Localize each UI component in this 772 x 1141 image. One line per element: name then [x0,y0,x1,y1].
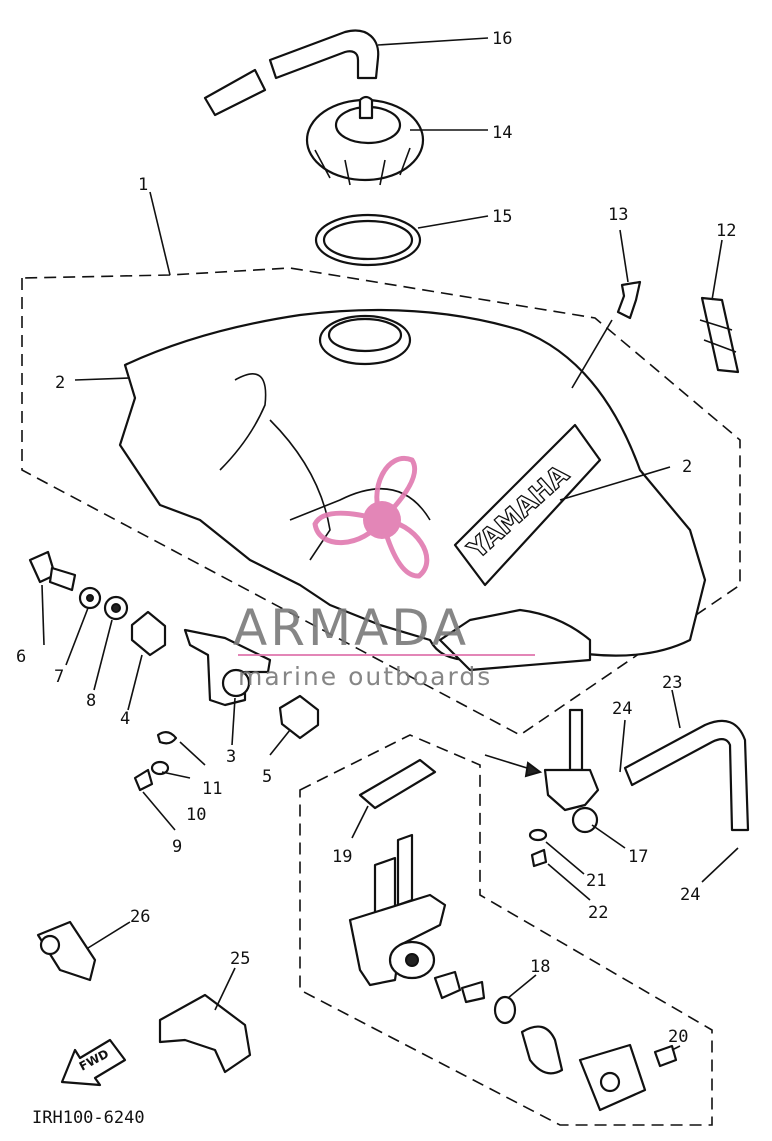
callout: 4 [120,709,130,729]
callout: 2 [682,457,692,477]
callout: 19 [332,847,352,867]
gasket-part [314,213,422,267]
callout: 24 [612,699,632,719]
lower-bracket-part [158,993,252,1074]
callout: 5 [262,767,272,787]
bolt-part [28,550,77,592]
callout: 15 [492,207,512,227]
fuel-cap-part [305,95,425,186]
callout: 7 [54,667,64,687]
plate-part [578,1043,647,1112]
watermark-logo: ARMADA marine outboards [233,455,535,691]
callout: 10 [186,805,206,825]
collar-part [278,694,320,740]
hardware-small-parts [133,731,178,792]
tank-assembly-boundary [21,267,741,736]
damper-part [130,610,167,657]
fuel-cock-body-part [348,833,486,1004]
callout: 25 [230,949,250,969]
callout: 22 [588,903,608,923]
cover-clip-part [36,920,97,982]
callout: 11 [202,779,222,799]
callout: 17 [628,847,648,867]
callout: 3 [226,747,236,767]
callout: 8 [86,691,96,711]
clip-part [699,296,740,374]
o-ring-part [493,995,517,1025]
callout: 21 [586,871,606,891]
filter-part [520,1025,564,1075]
callout: 18 [530,957,550,977]
cock-gasket-part [358,758,437,810]
leader-lines [41,37,739,1051]
callout: 12 [716,221,736,241]
bracket-part [183,628,272,707]
watermark-tagline: marine outboards [238,662,492,691]
callout: 20 [668,1027,688,1047]
callout: 1 [138,175,148,195]
washer-large-part [103,595,129,621]
drawing-code: IRH100-6240 [32,1108,145,1128]
fuel-cock-part [528,708,600,868]
tank-badge [453,423,602,587]
callout: 9 [172,837,182,857]
screw-small-part [653,1044,678,1068]
callout: 2 [55,373,65,393]
assembly-arrow-head [524,761,543,778]
washer-small-part [78,586,102,610]
propeller-icon [312,455,438,579]
callout: 6 [16,647,26,667]
screw-part [616,280,642,320]
callout: 13 [608,205,628,225]
fuel-hose-part [623,719,750,832]
callout: 16 [492,29,512,49]
callout: 26 [130,907,150,927]
breather-hose-part [203,29,380,117]
watermark-brand: ARMADA [233,599,469,657]
callout: 23 [662,673,682,693]
callout: 14 [492,123,512,143]
fuel-cock-assembly-boundary [299,734,713,1126]
callout: 24 [680,885,700,905]
callout-numbers: 1 2 2 3 4 5 6 7 8 9 10 11 12 13 14 15 16… [16,29,736,1047]
fwd-arrow-icon: FWD [60,1038,127,1087]
